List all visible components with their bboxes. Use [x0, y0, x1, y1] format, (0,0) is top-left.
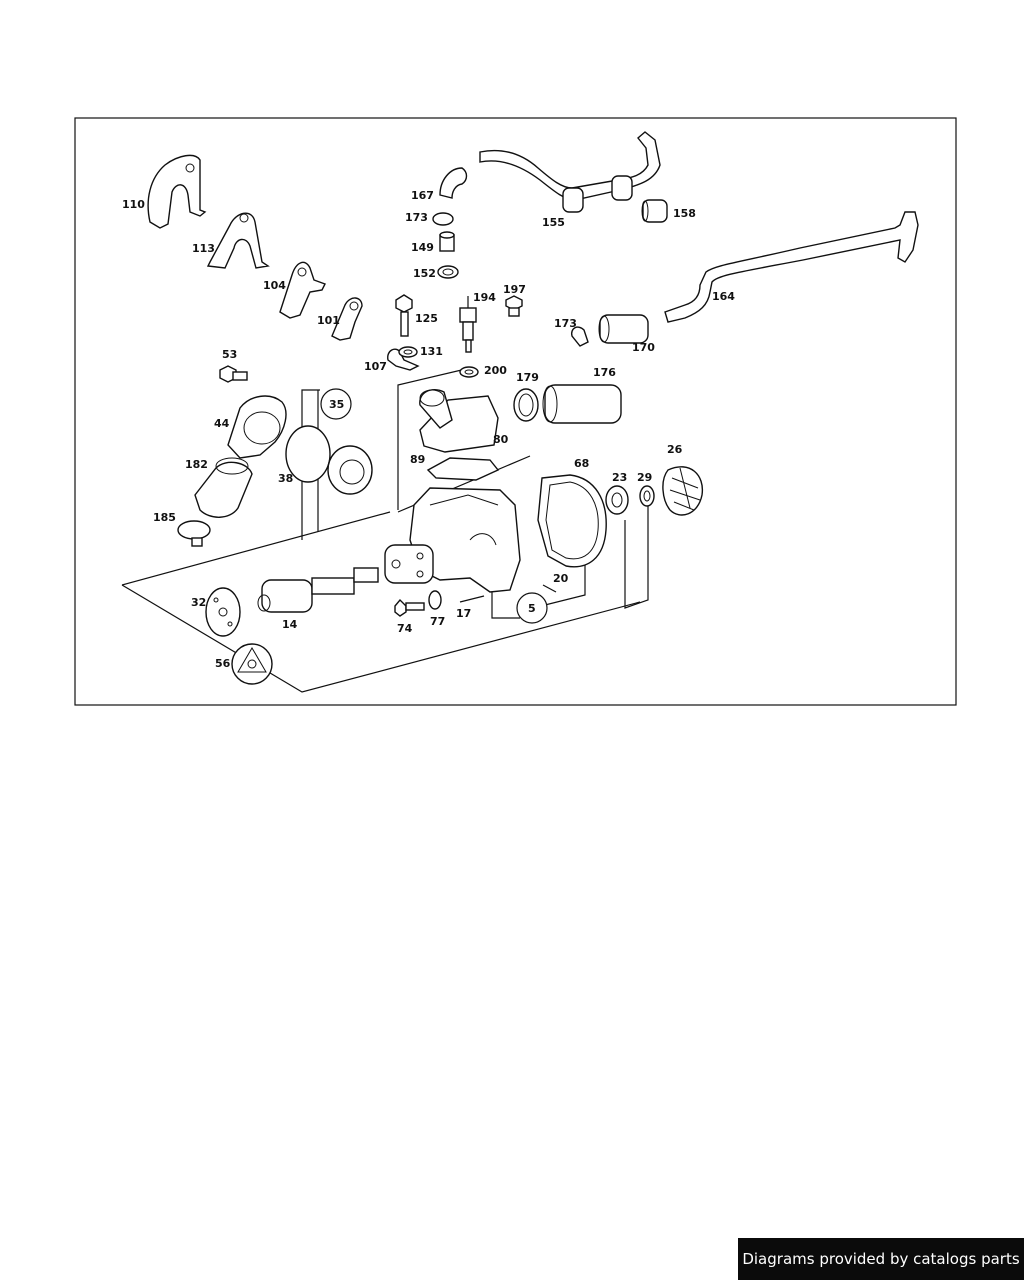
- hub-32: [205, 587, 241, 637]
- callout-125: 125: [415, 312, 438, 325]
- sleeve-158: [641, 199, 668, 223]
- oring-38: [285, 425, 331, 483]
- hose-182: [194, 457, 253, 518]
- washer-77: [428, 590, 442, 610]
- bracket-104: [279, 261, 326, 319]
- seal-23: [605, 485, 629, 515]
- washer-131: [398, 346, 418, 358]
- callout-167: 167: [411, 189, 434, 202]
- callout-80: 80: [493, 433, 509, 446]
- callout-89: 89: [410, 453, 425, 466]
- callout-labels: 110 113 104 101 107 125 131 167 173 149 …: [122, 189, 735, 670]
- callout-194: 194: [473, 291, 496, 304]
- diagram-frame: [74, 117, 957, 706]
- callout-164: 164: [712, 290, 735, 303]
- shaft-14: [257, 567, 379, 613]
- cover-44: [227, 395, 287, 459]
- callout-152: 152: [413, 267, 436, 280]
- callout-35: 35: [329, 398, 344, 411]
- callout-170: 170: [632, 341, 655, 354]
- clamp-173b: [570, 326, 589, 347]
- callout-14: 14: [282, 618, 298, 631]
- callout-5: 5: [528, 602, 536, 615]
- outlet-80: [419, 388, 499, 453]
- elbow-167: [439, 167, 468, 199]
- pipe-164: [664, 211, 919, 323]
- callout-20: 20: [553, 572, 569, 585]
- thermostat-35: [320, 388, 373, 495]
- gasket-68: [537, 474, 607, 568]
- callout-158: 158: [673, 207, 696, 220]
- ring-152: [437, 265, 459, 279]
- bolt-125: [395, 294, 413, 337]
- callout-56: 56: [215, 657, 231, 670]
- flange-56: [231, 643, 273, 685]
- callout-185: 185: [153, 511, 176, 524]
- ring-29: [639, 485, 655, 507]
- footer-credit-text: Diagrams provided by catalogs parts: [742, 1250, 1020, 1268]
- pin-17: [459, 595, 485, 603]
- gasket-89: [426, 457, 500, 481]
- clamp-173a: [432, 212, 454, 226]
- clamp-179: [513, 388, 539, 422]
- callout-155: 155: [542, 216, 565, 229]
- callout-173a: 173: [405, 211, 428, 224]
- clamp-185: [177, 520, 211, 547]
- plug-197: [505, 295, 523, 317]
- callout-131: 131: [420, 345, 443, 358]
- callout-113: 113: [192, 242, 215, 255]
- circle-5: [516, 592, 548, 624]
- callout-17: 17: [456, 607, 471, 620]
- callout-29: 29: [637, 471, 652, 484]
- bolt-74: [394, 598, 425, 617]
- callout-182: 182: [185, 458, 208, 471]
- sensor-194: [459, 296, 477, 353]
- callout-110: 110: [122, 198, 145, 211]
- pin-20: [542, 584, 557, 593]
- callout-26: 26: [667, 443, 683, 456]
- clip-107: [387, 348, 420, 371]
- bracket-113: [206, 212, 270, 269]
- bracket-110: [147, 154, 207, 229]
- bracket-101: [331, 297, 363, 341]
- callout-23: 23: [612, 471, 627, 484]
- pipe-155: [479, 131, 661, 213]
- callout-179: 179: [516, 371, 539, 384]
- callout-68: 68: [574, 457, 589, 470]
- callout-104: 104: [263, 279, 286, 292]
- callout-173b: 173: [554, 317, 577, 330]
- callout-53: 53: [222, 348, 237, 361]
- callout-197: 197: [503, 283, 526, 296]
- callout-176: 176: [593, 366, 616, 379]
- footer-credit: Diagrams provided by catalogs parts: [738, 1238, 1024, 1280]
- callout-44: 44: [214, 417, 230, 430]
- callout-200: 200: [484, 364, 507, 377]
- impeller-26: [662, 466, 704, 516]
- callout-107: 107: [364, 360, 387, 373]
- pump-housing: [384, 487, 521, 593]
- fitting-149: [439, 231, 455, 252]
- bolt-53: [219, 365, 248, 383]
- callout-101: 101: [317, 314, 340, 327]
- callout-32: 32: [191, 596, 206, 609]
- washer-200: [459, 366, 479, 378]
- sleeve-170: [598, 314, 649, 344]
- callout-149: 149: [411, 241, 434, 254]
- hose-176: [542, 384, 622, 424]
- callout-77: 77: [430, 615, 445, 628]
- assembly-lines: [121, 367, 649, 693]
- callout-74: 74: [397, 622, 413, 635]
- callout-38: 38: [278, 472, 293, 485]
